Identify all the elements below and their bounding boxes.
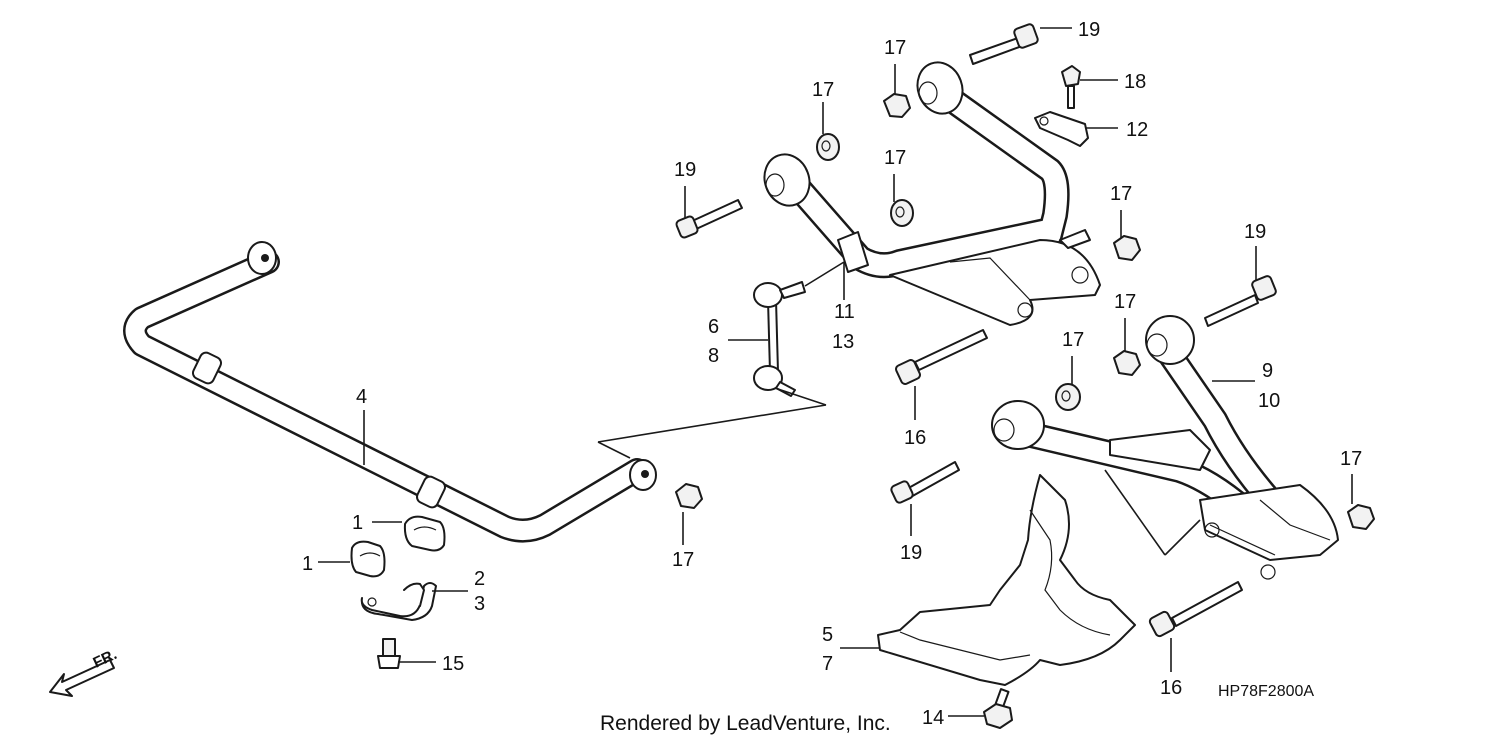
callout-9: 9 — [1262, 360, 1273, 382]
upper-arm[interactable] — [757, 56, 1101, 326]
front-direction-label: FR. — [91, 646, 120, 672]
callout-17-d: 17 — [1110, 183, 1132, 205]
callout-17-e: 17 — [1114, 291, 1136, 313]
callout-15: 15 — [442, 653, 464, 675]
flange-nut-17-a[interactable] — [883, 93, 911, 118]
flange-bolt-15[interactable] — [377, 638, 401, 669]
callout-labels: 19 17 18 17 12 17 19 17 19 17 11 6 17 13… — [302, 19, 1362, 729]
callout-6: 6 — [708, 316, 719, 338]
callout-17-a: 17 — [884, 37, 906, 59]
callout-7: 7 — [822, 653, 833, 675]
stabilizer-bushing-upper[interactable] — [403, 515, 446, 552]
callout-17-b: 17 — [812, 79, 834, 101]
callout-5: 5 — [822, 624, 833, 646]
flange-bolt-19-lower[interactable] — [890, 461, 960, 504]
callout-19-lower: 19 — [900, 542, 922, 564]
flange-nut-17-f[interactable] — [1055, 383, 1081, 411]
stabilizer-bar[interactable] — [123, 241, 657, 543]
flange-nut-17-c[interactable] — [890, 199, 914, 227]
callout-10: 10 — [1258, 390, 1280, 412]
flange-bolt-19-right[interactable] — [1204, 275, 1277, 327]
callout-18: 18 — [1124, 71, 1146, 93]
callout-19-right: 19 — [1244, 221, 1266, 243]
flange-nut-17-g[interactable] — [1347, 504, 1375, 530]
callout-17-g: 17 — [1340, 448, 1362, 470]
stabilizer-holder[interactable] — [360, 582, 437, 621]
callout-3: 3 — [474, 593, 485, 615]
flange-nut-17-e[interactable] — [1113, 350, 1141, 376]
callout-4: 4 — [356, 386, 367, 408]
arm-guard-plate[interactable] — [877, 474, 1136, 686]
callout-14: 14 — [922, 707, 944, 729]
stabilizer-link[interactable] — [753, 281, 806, 397]
callout-1-upper: 1 — [352, 512, 363, 534]
flange-bolt-16-lower[interactable] — [1148, 581, 1243, 638]
callout-19-top: 19 — [1078, 19, 1100, 41]
flange-bolt-16-upper[interactable] — [895, 329, 988, 385]
flange-bolt-18[interactable] — [1061, 65, 1081, 109]
callout-19-upper-left: 19 — [674, 159, 696, 181]
front-direction-arrow-icon: FR. — [49, 646, 120, 697]
callout-1-lower: 1 — [302, 553, 313, 575]
callout-16-lower: 16 — [1160, 677, 1182, 699]
callout-16-upper: 16 — [904, 427, 926, 449]
flange-bolt-14[interactable] — [983, 688, 1013, 729]
callout-17-h: 17 — [672, 549, 694, 571]
footer-credit: Rendered by LeadVenture, Inc. — [600, 712, 891, 735]
callout-17-f: 17 — [1062, 329, 1084, 351]
callout-13: 13 — [832, 331, 854, 353]
flange-bolt-19-top[interactable] — [969, 23, 1039, 65]
flange-nut-17-b[interactable] — [816, 133, 840, 161]
diagram-code: HP78F2800A — [1218, 683, 1314, 700]
stabilizer-bushing-lower[interactable] — [350, 540, 386, 578]
flange-bolt-19-upper-left[interactable] — [675, 199, 743, 239]
lower-arm[interactable] — [991, 315, 1339, 580]
callout-17-c: 17 — [884, 147, 906, 169]
callout-8: 8 — [708, 345, 719, 367]
flange-nut-17-d[interactable] — [1113, 235, 1141, 261]
flange-nut-17-h[interactable] — [675, 483, 703, 509]
leader-lines — [318, 27, 1353, 717]
hose-stay-12[interactable] — [1034, 111, 1089, 147]
callout-11: 11 — [834, 301, 855, 323]
callout-2: 2 — [474, 568, 485, 590]
callout-12: 12 — [1126, 119, 1148, 141]
